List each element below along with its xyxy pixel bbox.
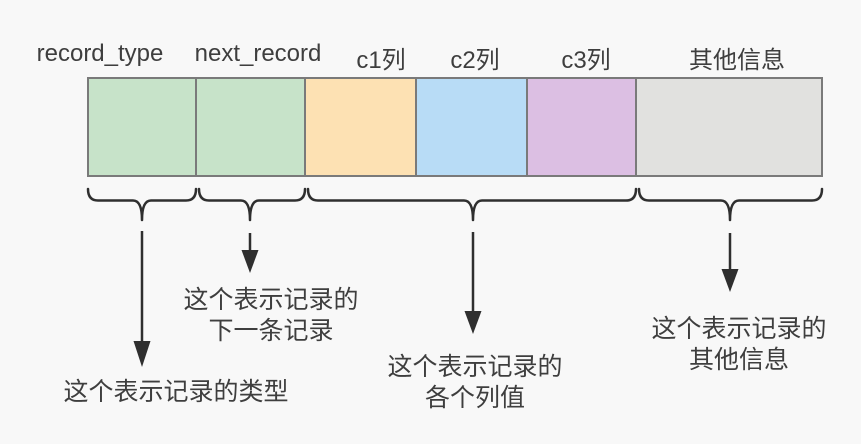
annotation-line: 下一条记录: [208, 317, 334, 345]
annotation-line: 其他信息: [688, 346, 790, 374]
arrow-next-record: [241, 233, 259, 273]
record-bar: [87, 77, 823, 177]
annotation-other-info: 这个表示记录的 其他信息: [651, 314, 826, 376]
brace-next-record: [197, 187, 307, 222]
annotation-line: 这个表示记录的: [183, 286, 359, 314]
field-label-other-info: 其他信息: [689, 47, 785, 74]
segment-c2: [417, 79, 528, 175]
brace-other-info: [637, 187, 824, 222]
segment-other-info: [637, 79, 821, 175]
annotation-record-type: 这个表示记录的类型: [63, 377, 288, 408]
brace-record-type: [86, 187, 198, 222]
field-label-next-record: next_record: [194, 40, 322, 67]
segment-c3: [528, 79, 637, 175]
segment-next-record: [197, 79, 306, 175]
arrow-record-type: [133, 231, 151, 367]
field-label-c2: c2列: [450, 47, 500, 74]
field-label-record-type: record_type: [36, 40, 164, 67]
annotation-line: 这个表示记录的类型: [63, 378, 289, 406]
segment-record-type: [89, 79, 197, 175]
annotation-line: 这个表示记录的: [387, 353, 563, 381]
field-label-c3: c3列: [561, 47, 611, 74]
segment-c1: [306, 79, 417, 175]
arrow-columns: [464, 232, 482, 334]
annotation-line: 各个列值: [424, 384, 526, 412]
annotation-line: 这个表示记录的: [651, 315, 827, 343]
brace-columns: [306, 187, 638, 222]
annotation-next-record: 这个表示记录的 下一条记录: [183, 285, 358, 347]
annotation-columns: 这个表示记录的 各个列值: [387, 352, 562, 414]
field-label-c1: c1列: [356, 47, 406, 74]
arrow-other-info: [721, 233, 739, 292]
